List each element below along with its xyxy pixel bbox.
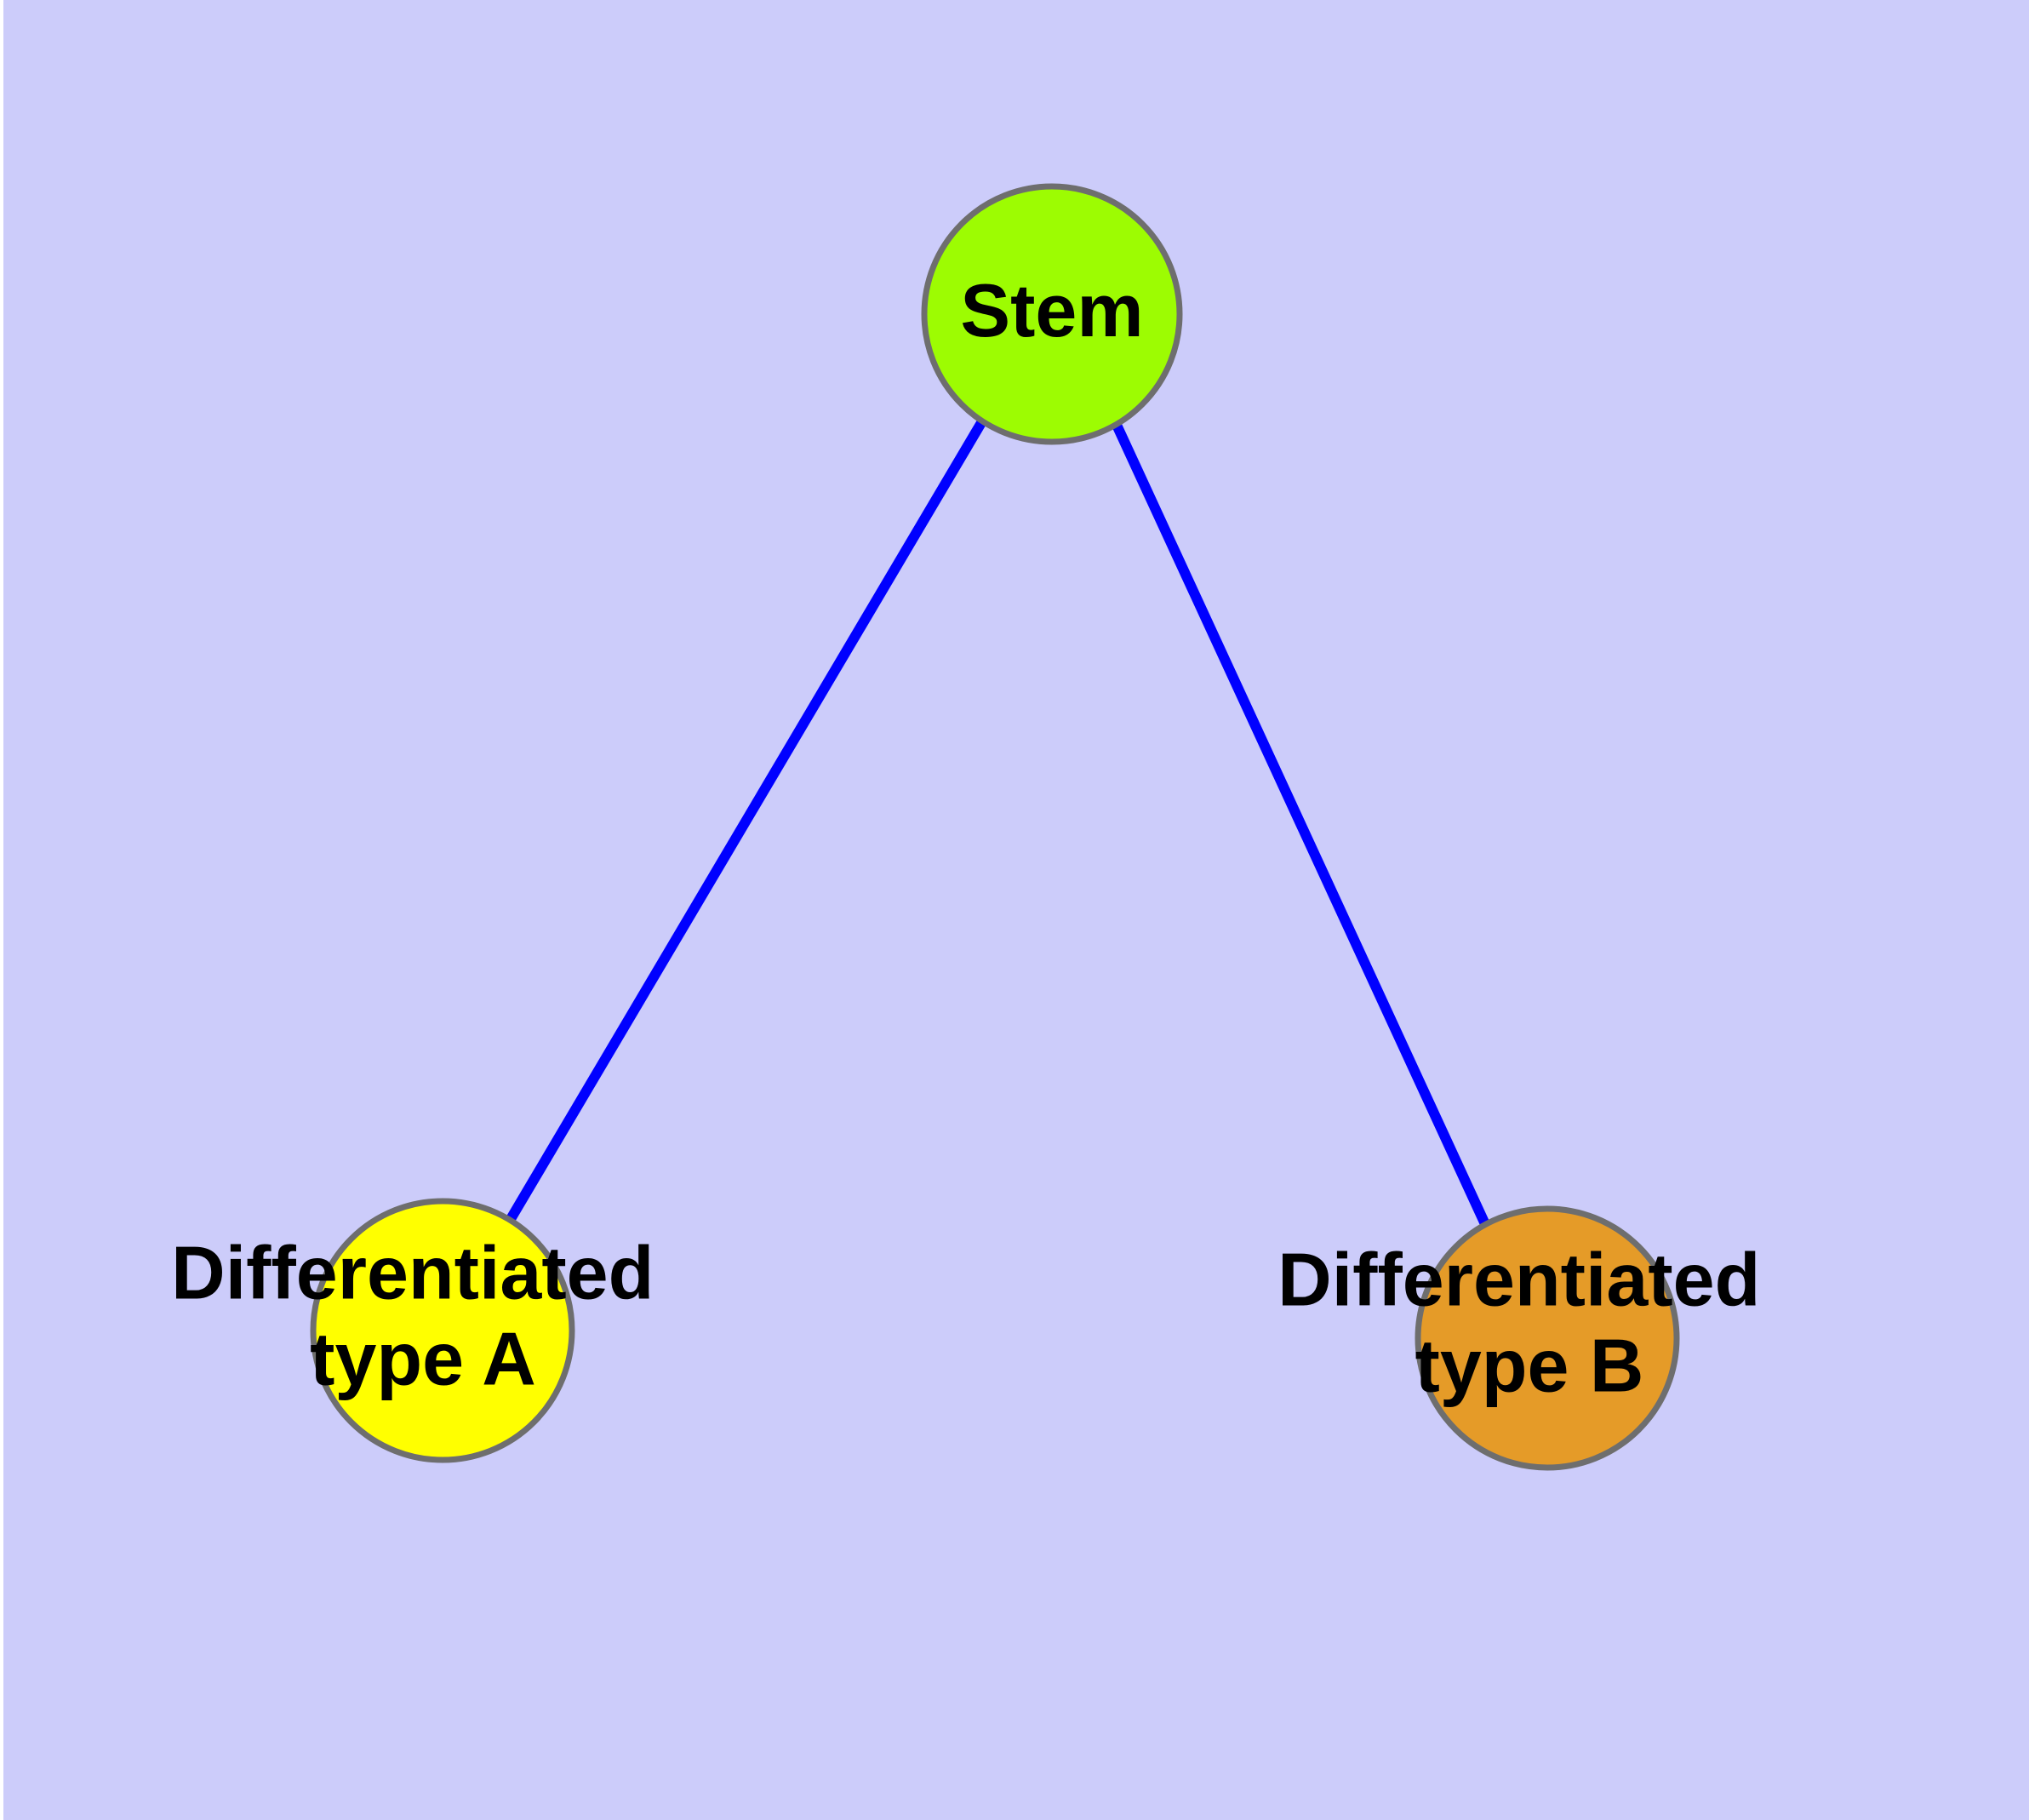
node-stem[interactable]: Stem <box>921 183 1183 445</box>
node-stem-circle[interactable] <box>921 183 1183 445</box>
edge-stem-to-differentiated-type-b[interactable] <box>1111 421 1490 1227</box>
node-differentiated-type-a-label: Differentiated type A <box>171 1231 675 1401</box>
node-differentiated-type-b-circle[interactable] <box>1415 1205 1680 1471</box>
node-stem-label-line-1: Stem <box>960 268 1143 352</box>
node-differentiated-type-a-circle[interactable] <box>310 1198 575 1463</box>
node-layer: Stem Differentiated type A Differentiate… <box>171 183 1781 1471</box>
node-differentiated-type-a[interactable]: Differentiated type A <box>171 1198 675 1463</box>
node-differentiated-type-b-label-line-2: type B <box>1415 1324 1644 1408</box>
node-differentiated-type-a-label-line-2: type A <box>310 1317 536 1401</box>
node-differentiated-type-b-label-line-1: Differentiated <box>1277 1238 1760 1322</box>
node-differentiated-type-b[interactable]: Differentiated type B <box>1277 1205 1781 1471</box>
edge-stem-to-differentiated-type-a[interactable] <box>506 418 987 1222</box>
edge-layer <box>506 418 1490 1227</box>
node-stem-label: Stem <box>960 268 1143 352</box>
node-differentiated-type-a-label-line-1: Differentiated <box>171 1231 654 1315</box>
node-differentiated-type-b-label: Differentiated type B <box>1277 1238 1781 1408</box>
